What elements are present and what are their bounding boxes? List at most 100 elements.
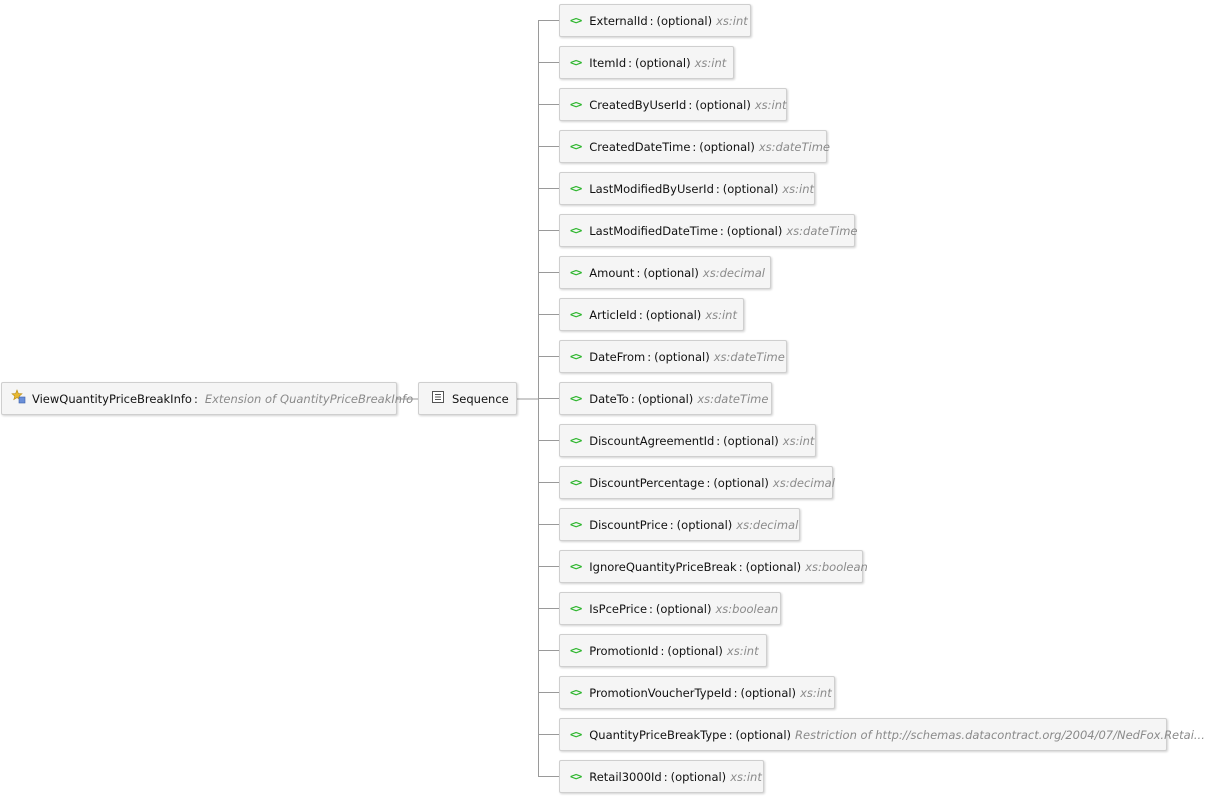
element-qualifier: (optional) <box>654 349 710 364</box>
element-type: xs:int <box>782 433 815 448</box>
element-separator: : <box>663 769 668 784</box>
element-icon: <> <box>570 560 582 573</box>
element-qualifier: (optional) <box>656 13 713 28</box>
element-node[interactable]: <>IgnoreQuantityPriceBreak:(optional)xs:… <box>559 550 868 583</box>
element-name: CreatedByUserId <box>589 97 687 112</box>
element-separator: : <box>715 181 720 196</box>
element-type: xs:dateTime <box>697 391 769 406</box>
element-node[interactable]: <>CreatedByUserId:(optional)xs:int <box>559 88 787 121</box>
complex-type-icon <box>11 389 26 407</box>
element-separator: : <box>692 139 697 154</box>
element-name: DiscountPrice <box>589 517 668 532</box>
element-icon: <> <box>570 14 582 27</box>
element-node[interactable]: <>DiscountPercentage:(optional)xs:decima… <box>559 466 835 499</box>
element-icon: <> <box>570 476 582 489</box>
element-qualifier: (optional) <box>667 643 723 658</box>
element-type: xs:int <box>716 13 748 28</box>
sequence-node[interactable]: Sequence <box>418 382 517 415</box>
element-icon: <> <box>570 308 582 321</box>
element-separator: : <box>649 601 653 616</box>
element-icon: <> <box>570 728 582 741</box>
element-node[interactable]: <>Retail3000Id:(optional)xs:int <box>559 760 764 793</box>
element-qualifier: (optional) <box>643 265 699 280</box>
element-icon: <> <box>570 98 582 111</box>
element-name: DiscountAgreementId <box>589 433 715 448</box>
element-node[interactable]: <>PromotionId:(optional)xs:int <box>559 634 767 667</box>
element-icon: <> <box>570 770 582 783</box>
element-node[interactable]: <>DiscountPrice:(optional)xs:decimal <box>559 508 800 541</box>
element-node[interactable]: <> QuantityPriceBreakType:(optional)Restr… <box>559 718 1205 751</box>
element-type: xs:int <box>705 307 737 322</box>
element-type: xs:int <box>694 55 727 70</box>
complex-type-node[interactable]: ViewQuantityPriceBreakInfo : Extension o… <box>1 382 413 415</box>
element-icon: <> <box>570 434 582 447</box>
element-qualifier: (optional) <box>655 601 712 616</box>
element-qualifier: (optional) <box>723 433 779 448</box>
element-icon: <> <box>570 644 582 657</box>
element-name: IgnoreQuantityPriceBreak <box>589 559 737 574</box>
element-type: xs:int <box>800 685 832 700</box>
element-name: PromotionId <box>589 643 659 658</box>
element-name: DateTo <box>589 391 629 406</box>
element-qualifier: (optional) <box>745 559 802 574</box>
element-separator: : <box>628 55 632 70</box>
element-name: ItemId <box>589 55 627 70</box>
element-separator: : <box>738 559 743 574</box>
element-separator: : <box>706 475 711 490</box>
element-type: xs:dateTime <box>713 349 785 364</box>
element-qualifier: (optional) <box>735 727 792 742</box>
element-node[interactable]: <>ExternalId:(optional)xs:int <box>559 4 751 37</box>
element-name: QuantityPriceBreakType <box>589 727 727 742</box>
branch-connectors <box>538 20 559 777</box>
element-separator: : <box>630 391 635 406</box>
element-separator: : <box>660 643 665 658</box>
element-name: Amount <box>589 265 635 280</box>
element-type: xs:int <box>730 769 762 784</box>
element-qualifier: (optional) <box>637 391 694 406</box>
element-qualifier: (optional) <box>740 685 797 700</box>
element-node[interactable]: <>CreatedDateTime:(optional)xs:dateTime <box>559 130 830 163</box>
element-icon: <> <box>570 350 582 363</box>
element-node[interactable]: <> ItemId:(optional)xs:int <box>559 46 734 79</box>
element-node[interactable]: <> DateTo:(optional)xs:dateTime <box>559 382 772 415</box>
element-type: xs:dateTime <box>786 223 858 238</box>
element-qualifier: (optional) <box>695 97 751 112</box>
element-separator: : <box>647 349 652 364</box>
element-qualifier: (optional) <box>635 55 691 70</box>
extension-label: Extension of <box>204 391 277 406</box>
element-type: Restriction of http://schemas.datacontra… <box>795 727 1205 742</box>
sequence-icon <box>432 391 444 406</box>
element-type: xs:int <box>782 181 815 196</box>
element-icon: <> <box>570 392 582 405</box>
element-name: LastModifiedDateTime <box>589 223 718 238</box>
element-name: PromotionVoucherTypeId <box>589 685 732 700</box>
element-icon: <> <box>570 602 582 615</box>
element-qualifier: (optional) <box>713 475 769 490</box>
element-separator: : <box>728 727 733 742</box>
element-icon: <> <box>570 56 582 69</box>
element-type: xs:boolean <box>715 601 779 616</box>
element-name: IsPcePrice <box>589 601 648 616</box>
element-node[interactable]: <> LastModifiedDateTime:(optional)xs:date… <box>559 214 858 247</box>
base-type-name: QuantityPriceBreakInfo <box>280 391 414 406</box>
element-qualifier: (optional) <box>670 769 727 784</box>
element-node[interactable]: <>DateFrom:(optional)xs:dateTime <box>559 340 787 373</box>
element-node[interactable]: <>ArticleId:(optional)xs:int <box>559 298 744 331</box>
element-name: DiscountPercentage <box>589 475 705 490</box>
element-icon: <> <box>570 224 582 237</box>
element-node[interactable]: <> Amount:(optional)xs:decimal <box>559 256 771 289</box>
element-type: xs:decimal <box>736 517 799 532</box>
element-separator: : <box>733 685 738 700</box>
element-qualifier: (optional) <box>699 139 755 154</box>
element-separator: : <box>636 265 641 280</box>
element-icon: <> <box>570 266 582 279</box>
element-node[interactable]: <>LastModifiedByUserId:(optional)xs:int <box>559 172 815 205</box>
element-node[interactable]: <>PromotionVoucherTypeId:(optional)xs:in… <box>559 676 835 709</box>
element-type: xs:int <box>754 97 787 112</box>
element-node[interactable]: <>DiscountAgreementId:(optional)xs:int <box>559 424 816 457</box>
element-separator: : <box>719 223 724 238</box>
element-qualifier: (optional) <box>726 223 783 238</box>
element-name: ArticleId <box>589 307 637 322</box>
element-type: xs:decimal <box>702 265 765 280</box>
element-node[interactable]: <> IsPcePrice:(optional)xs:boolean <box>559 592 781 625</box>
